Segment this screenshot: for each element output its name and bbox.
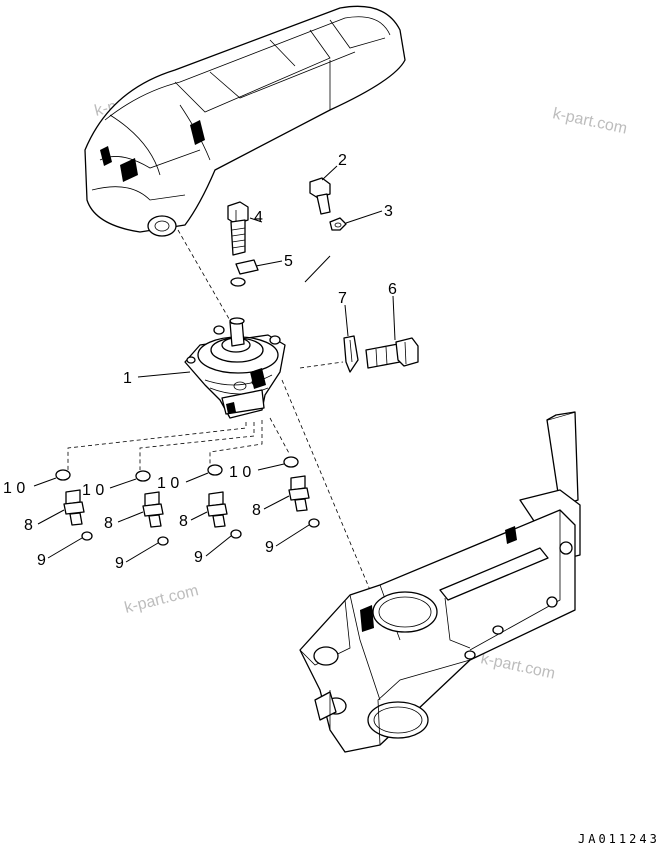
callout-6: 6	[388, 281, 397, 298]
callout-10: 1 0	[3, 480, 25, 497]
callout-4: 4	[254, 209, 263, 226]
leader-lines	[33, 165, 396, 563]
o-rings-10	[55, 456, 299, 482]
callout-8: 8	[179, 513, 188, 530]
callout-9: 9	[265, 539, 274, 556]
watermark: k-part.com	[551, 105, 628, 137]
callout-3: 3	[384, 203, 393, 220]
bracket-frame	[299, 411, 581, 753]
fitting-8	[142, 491, 164, 528]
callout-10: 1 0	[157, 475, 179, 492]
bolt-6	[365, 337, 419, 369]
callout-8: 8	[104, 515, 113, 532]
bolt-4	[227, 201, 249, 256]
callout-7: 7	[338, 290, 347, 307]
fitting-8	[206, 491, 228, 528]
callout-8: 8	[24, 517, 33, 534]
callout-10: 1 0	[229, 464, 251, 481]
callout-9: 9	[37, 552, 46, 569]
callout-8: 8	[252, 502, 261, 519]
console-cover	[84, 5, 406, 237]
callout-1: 1	[123, 370, 132, 387]
pilot-valve	[184, 317, 286, 419]
hose-routes	[67, 229, 371, 591]
callout-9: 9	[115, 555, 124, 572]
washer-5	[230, 259, 259, 287]
assembly-line	[304, 255, 331, 283]
callout-10: 1 0	[82, 482, 104, 499]
o-rings-9	[81, 518, 320, 546]
watermark: k-part.com	[479, 650, 556, 682]
fitting-8	[63, 489, 85, 526]
washer-3	[329, 217, 347, 231]
pin-7	[343, 335, 359, 373]
bolt-2	[309, 177, 331, 215]
callout-2: 2	[338, 152, 347, 169]
drawing-code: JA011243	[578, 832, 660, 846]
callout-5: 5	[284, 253, 293, 270]
watermark: k-part.com	[123, 582, 200, 617]
callout-9: 9	[194, 549, 203, 566]
fitting-8	[288, 475, 310, 512]
